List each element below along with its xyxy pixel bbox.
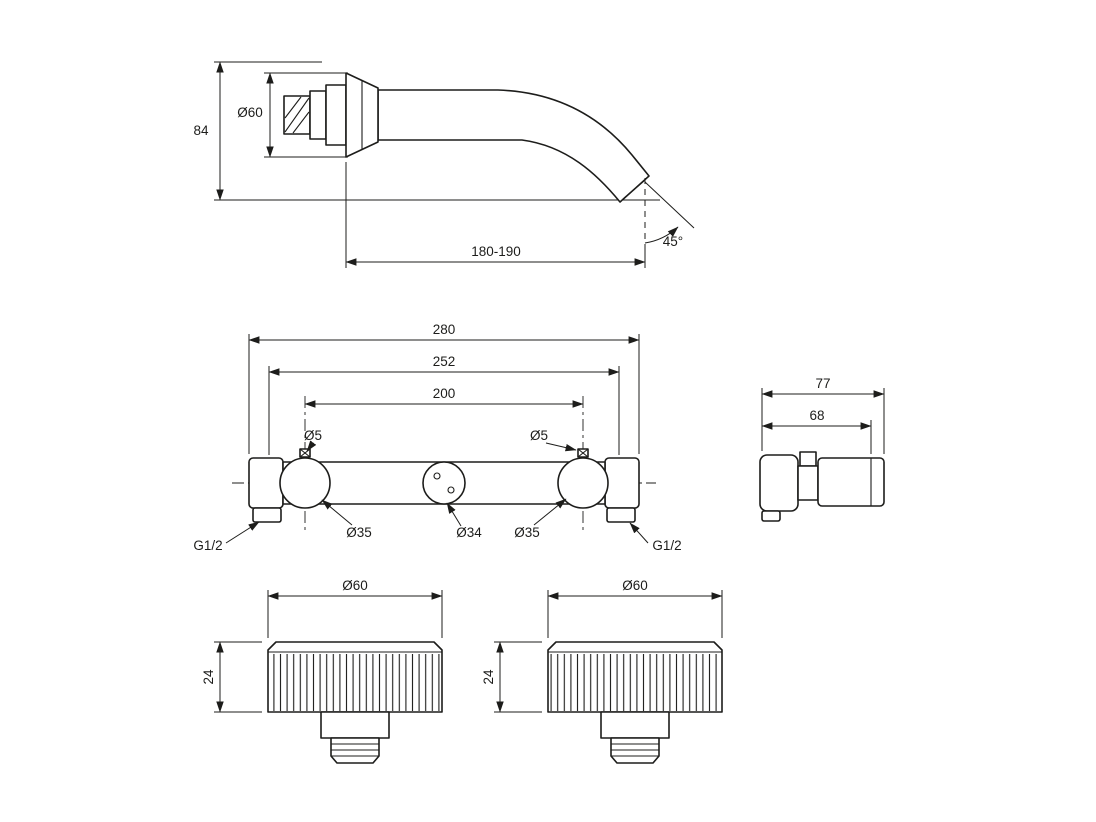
dim-label-mounting-width: 252 <box>433 354 456 369</box>
leader-valve-right <box>533 498 567 526</box>
set-screw-right-x2 <box>577 448 589 458</box>
spacer-ring <box>309 90 327 140</box>
dim-label-connection-left: G1/2 <box>193 538 222 553</box>
angle-arc <box>644 226 679 244</box>
nipple-hatch-2 <box>284 96 302 119</box>
dim-label-body-depth: 68 <box>809 408 824 423</box>
dim-label-screw-left: Ø5 <box>304 428 322 443</box>
dim-label-knob-left-diameter: Ø60 <box>342 578 368 593</box>
dim-label-knob-left-height: 24 <box>201 669 216 685</box>
body-side-view: 77 68 <box>759 376 885 522</box>
spout-side-view: 84 Ø60 180-190 45° <box>193 61 695 268</box>
dim-label-height: 84 <box>193 123 209 138</box>
leader-connection-left <box>225 521 260 544</box>
spout-aerator-line <box>622 180 645 200</box>
dim-label-overall-width: 280 <box>433 322 456 337</box>
inlet-foot-right <box>606 507 636 523</box>
side-foot <box>761 510 781 522</box>
knob-right-stem <box>600 711 670 739</box>
nipple-hatch-3 <box>292 111 310 134</box>
dim-label-knob-right-diameter: Ø60 <box>622 578 648 593</box>
spout-outline <box>377 89 650 203</box>
center-outlet <box>422 461 466 505</box>
dim-label-valve-left: Ø35 <box>346 525 372 540</box>
nipple-hatch-1 <box>284 97 310 133</box>
handle-front-view-left: Ø60 24 <box>201 578 443 764</box>
leader-connection-right <box>629 522 649 544</box>
valve-body-left <box>279 457 331 509</box>
center-screw-hole-2 <box>447 486 455 494</box>
center-screw-hole-1 <box>433 472 441 480</box>
dim-label-projection: 180-190 <box>471 244 521 259</box>
dim-label-screw-right: Ø5 <box>530 428 548 443</box>
side-cartridge-housing <box>817 457 885 507</box>
dim-label-valve-right: Ø35 <box>514 525 540 540</box>
lock-nut <box>325 84 347 146</box>
knob-left-stem <box>320 711 390 739</box>
leader-valve-left <box>321 499 353 526</box>
angle-reference-line <box>644 181 695 229</box>
inlet-foot-left <box>252 507 282 523</box>
side-neck <box>797 465 819 501</box>
leader-center-outlet <box>446 502 462 527</box>
handle-front-view-right: Ø60 24 <box>481 578 723 764</box>
side-body-profile <box>759 454 799 512</box>
dim-label-flange-diameter: Ø60 <box>237 105 263 120</box>
end-cap-left <box>248 457 284 509</box>
dim-label-angle: 45° <box>663 234 683 249</box>
leader-screw-right <box>545 442 577 452</box>
dim-label-center-outlet: Ø34 <box>456 525 482 540</box>
dim-label-knob-right-height: 24 <box>481 669 496 685</box>
knob-right-knurling <box>550 654 720 711</box>
body-front-view: 280 252 200 Ø5 Ø5 Ø35 <box>193 322 681 553</box>
end-cap-right <box>604 457 640 509</box>
knob-left-knurling <box>270 654 440 711</box>
dim-label-valve-spacing: 200 <box>433 386 456 401</box>
dim-label-overall-depth: 77 <box>815 376 830 391</box>
valve-body-right <box>557 457 609 509</box>
leader-screw-left <box>306 440 317 452</box>
dim-label-connection-right: G1/2 <box>652 538 681 553</box>
side-top-tab <box>799 451 817 467</box>
